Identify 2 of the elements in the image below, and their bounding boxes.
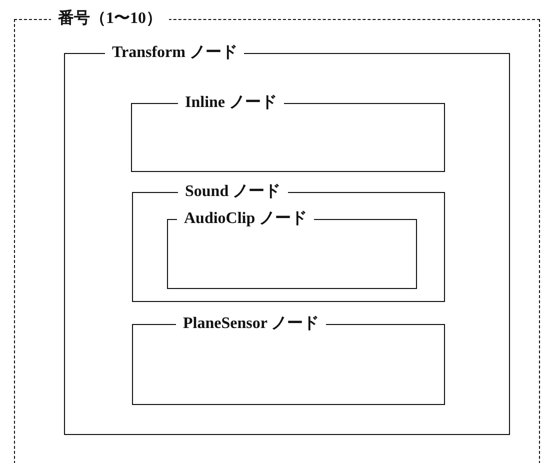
frame-heading: 番号（1〜10）: [51, 9, 169, 29]
frame-heading: AudioClip ノード: [177, 209, 314, 229]
